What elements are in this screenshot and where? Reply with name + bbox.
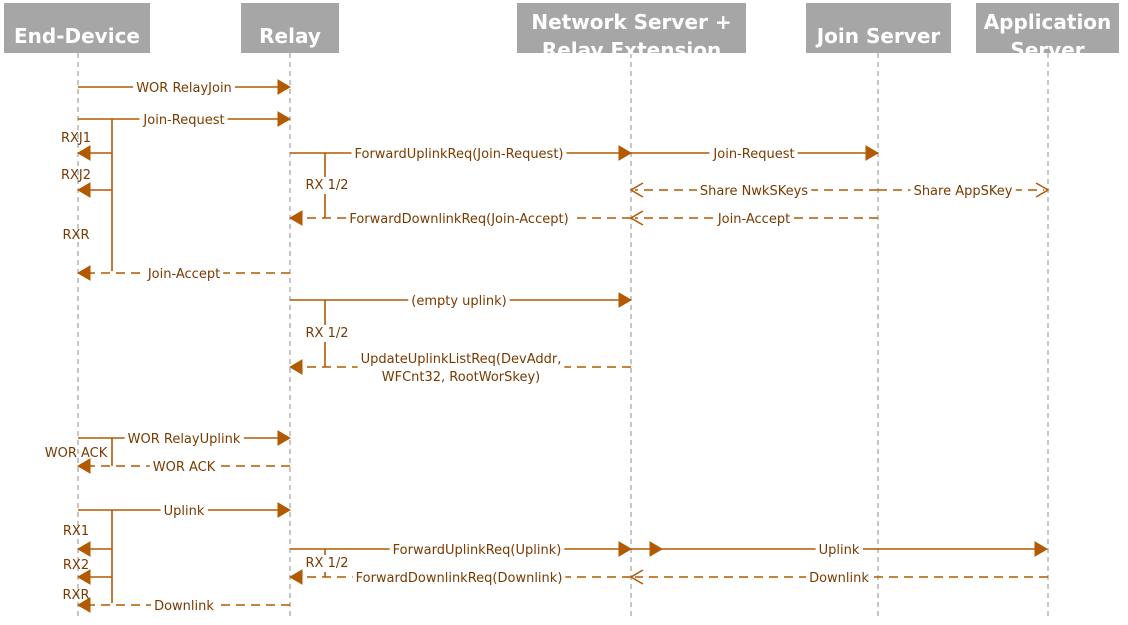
- message-label: WOR RelayUplink: [128, 432, 241, 447]
- rx2-arrow-label: RX2: [63, 558, 89, 573]
- rxj1-arrow-label: RXJ1: [61, 131, 91, 146]
- arrowhead: [277, 111, 291, 127]
- arrowhead: [277, 430, 291, 446]
- message-label-bg: [151, 598, 218, 615]
- rxj2-arrow-label: RXJ2: [61, 168, 91, 183]
- message-label-bg: [139, 112, 228, 129]
- relay-rx-empty-label-bg: [303, 325, 351, 342]
- rxj2-arrow-head: [77, 182, 91, 198]
- message-label: Join-Accept: [147, 267, 220, 282]
- participant-label: Join Server: [815, 24, 941, 48]
- message-label: (empty uplink): [411, 294, 506, 309]
- message-label-bg: [351, 146, 567, 163]
- message-label: Join-Request: [712, 147, 794, 162]
- message-label: Downlink: [154, 599, 214, 614]
- message-label: WOR RelayJoin: [136, 81, 232, 96]
- message-label-bg: [389, 542, 565, 559]
- arrowhead: [1035, 182, 1050, 198]
- relay-rx-uplink-label: RX 1/2: [306, 556, 349, 571]
- message-label-bg: [910, 183, 1016, 200]
- message-label-bg: [357, 351, 565, 368]
- message-label-bg: [806, 570, 873, 587]
- message-label: Uplink: [819, 543, 860, 558]
- participant-box: [976, 3, 1119, 53]
- message-label: Downlink: [809, 571, 869, 586]
- relay-rx-uplink-label-bg: [303, 555, 351, 572]
- participant-js: Join Server: [806, 3, 951, 53]
- arrowhead: [618, 541, 632, 557]
- arrowhead: [289, 569, 303, 585]
- message-label: Join-Request: [142, 113, 224, 128]
- arrowhead: [289, 210, 303, 226]
- relay-rx-empty-label: RX 1/2: [306, 326, 349, 341]
- relay-rx-join-label: RX 1/2: [306, 178, 349, 193]
- message-label-bg: [160, 503, 208, 520]
- arrowhead: [289, 359, 303, 375]
- message-label: ForwardDownlinkReq(Join-Accept): [349, 212, 568, 227]
- message-label: ForwardDownlinkReq(Downlink): [356, 571, 563, 586]
- arrowhead: [865, 145, 879, 161]
- participant-ed: End-Device: [4, 3, 150, 53]
- participant-label: End-Device: [14, 24, 140, 48]
- message-label: Join-Accept: [717, 212, 790, 227]
- rx1-arrow-label: RX1: [63, 524, 89, 539]
- rxr-uplink-label-label: RXR: [63, 588, 90, 603]
- rx2-arrow-head: [77, 569, 91, 585]
- message-label-bg: [149, 459, 219, 476]
- participant-box: [806, 3, 951, 53]
- arrowhead: [77, 597, 91, 613]
- message-label: Share NwkSKeys: [700, 184, 808, 199]
- message-label: ForwardUplinkReq(Join-Request): [354, 147, 563, 162]
- message-label-bg: [352, 570, 566, 587]
- message-label-bg: [696, 183, 812, 200]
- participant-relay: Relay: [241, 3, 339, 53]
- message-label: WOR ACK: [153, 460, 216, 475]
- participant-label: Relay: [259, 24, 321, 48]
- rx1-arrow-head: [77, 541, 91, 557]
- message-label-bg: [133, 80, 235, 97]
- message-label-bg: [346, 211, 572, 228]
- arrowhead: [277, 79, 291, 95]
- message-label-bg: [124, 431, 244, 448]
- participant-label: Relay Extension: [542, 38, 721, 62]
- rxr-join-label-label: RXR: [63, 228, 90, 243]
- arrowhead: [1034, 541, 1048, 557]
- participant-label: Server: [1010, 38, 1084, 62]
- message-label-bg: [378, 369, 544, 386]
- relay-rx-join-label-bg: [303, 177, 351, 194]
- participant-label: Network Server +: [531, 10, 731, 34]
- message-label: Share AppSKey: [914, 184, 1013, 199]
- message-label-bg: [815, 542, 863, 559]
- participant-box: [4, 3, 150, 53]
- arrowhead: [277, 502, 291, 518]
- arrowhead: [629, 182, 644, 198]
- arrowhead: [618, 145, 632, 161]
- arrowhead: [618, 292, 632, 308]
- participant-box: [517, 3, 746, 53]
- participant-ns: Network Server + Relay Extension: [517, 3, 746, 62]
- message-label: ForwardUplinkReq(Uplink): [393, 543, 562, 558]
- message-label-bg: [143, 266, 224, 283]
- message-label: WFCnt32, RootWorSkey): [382, 370, 540, 385]
- message-label-bg: [709, 146, 798, 163]
- participant-box: [241, 3, 339, 53]
- wor-ack-window-label: WOR ACK: [45, 446, 108, 461]
- rxj1-arrow-head: [77, 145, 91, 161]
- arrowhead: [77, 265, 91, 281]
- message-label: UpdateUplinkListReq(DevAddr,: [361, 352, 562, 367]
- participant-label: Application: [984, 10, 1112, 34]
- message-label-bg: [408, 293, 510, 310]
- arrowhead: [77, 458, 91, 474]
- message-label-bg: [713, 211, 794, 228]
- message-label: Uplink: [164, 504, 205, 519]
